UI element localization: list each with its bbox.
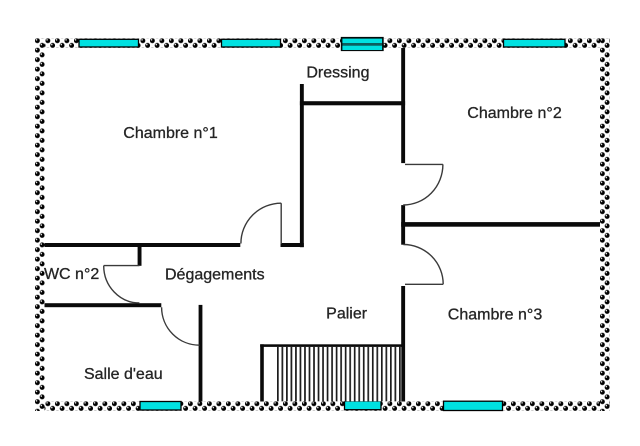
svg-text:Dressing: Dressing xyxy=(306,65,369,82)
svg-text:Salle d'eau: Salle d'eau xyxy=(84,366,163,383)
svg-text:Dégagements: Dégagements xyxy=(165,266,265,283)
svg-text:Chambre n°2: Chambre n°2 xyxy=(467,105,562,122)
svg-text:Chambre n°1: Chambre n°1 xyxy=(123,125,218,142)
svg-text:Palier: Palier xyxy=(326,306,368,323)
svg-text:WC n°2: WC n°2 xyxy=(44,266,99,283)
svg-text:Chambre n°3: Chambre n°3 xyxy=(448,307,543,324)
